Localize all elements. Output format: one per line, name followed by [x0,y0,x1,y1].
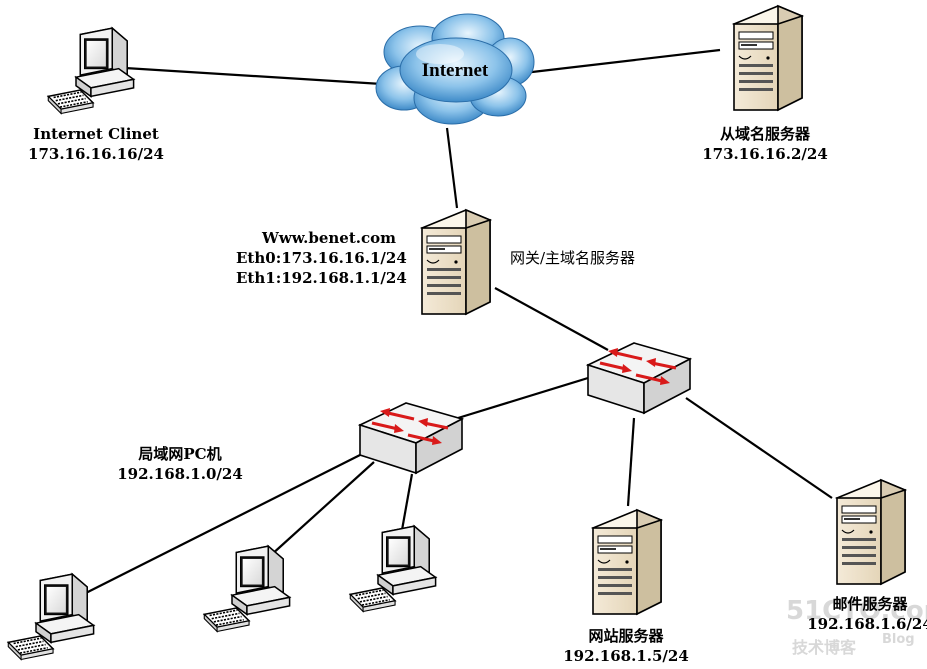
link-switch2-pc2 [269,461,375,557]
mail-server-ip: 192.168.1.6/24 [807,615,927,633]
watermark-blog-en: Blog [882,632,915,647]
link-switch1-web [626,417,636,507]
gateway-role: 网关/主域名服务器 [510,249,636,267]
link-client-internet [124,66,383,86]
gateway-host: Www.benet.com [261,229,396,247]
lan-pc-3 [349,525,437,613]
mail-server-name: 邮件服务器 [832,595,908,613]
web-server-ip: 192.168.1.5/24 [563,647,689,665]
slave-dns-ip: 173.16.16.2/24 [702,145,828,163]
access-switch [358,401,464,475]
slave-dns-server [733,5,803,111]
watermark-51cto: 51CTO.com [786,596,927,626]
client-name: Internet Clinet [33,125,159,143]
link-switch2-pc1 [63,453,363,605]
web-server-name: 网站服务器 [588,627,664,645]
link-switch1-mail [685,397,833,499]
link-internet-gateway [445,127,459,209]
slave-dns-name: 从域名服务器 [719,125,811,143]
internet-cloud: Internet [375,13,535,125]
link-switch2-pc3 [400,473,414,531]
web-server-label: 网站服务器 192.168.1.5/24 [563,626,689,666]
mail-server-label: 邮件服务器 192.168.1.6/24 [807,594,927,634]
lan-pc-2 [203,545,291,633]
client-ip: 173.16.16.16/24 [28,145,164,163]
mail-server [836,479,906,585]
core-switch [586,341,692,415]
slave-dns-label: 从域名服务器 173.16.16.2/24 [702,124,828,164]
link-gateway-switch1 [494,287,609,351]
lan-name: 局域网PC机 [138,445,222,463]
gateway-address-label: Www.benet.com Eth0:173.16.16.1/24 Eth1:1… [236,228,407,288]
link-internet-slave-dns [514,48,721,76]
watermark-blog-cn: 技术博客 [792,638,857,657]
lan-label: 局域网PC机 192.168.1.0/24 [117,444,243,484]
gateway-eth1: Eth1:192.168.1.1/24 [236,269,407,287]
internet-label: Internet [422,60,489,81]
gateway-eth0: Eth0:173.16.16.1/24 [236,249,407,267]
internet-client-pc [47,27,135,115]
lan-pc-1 [7,573,95,661]
connection-lines [63,48,833,605]
gateway-server [421,209,491,315]
client-label: Internet Clinet 173.16.16.16/24 [28,124,164,164]
lan-ip: 192.168.1.0/24 [117,465,243,483]
link-switch1-switch2 [457,376,589,420]
web-server [592,509,662,615]
